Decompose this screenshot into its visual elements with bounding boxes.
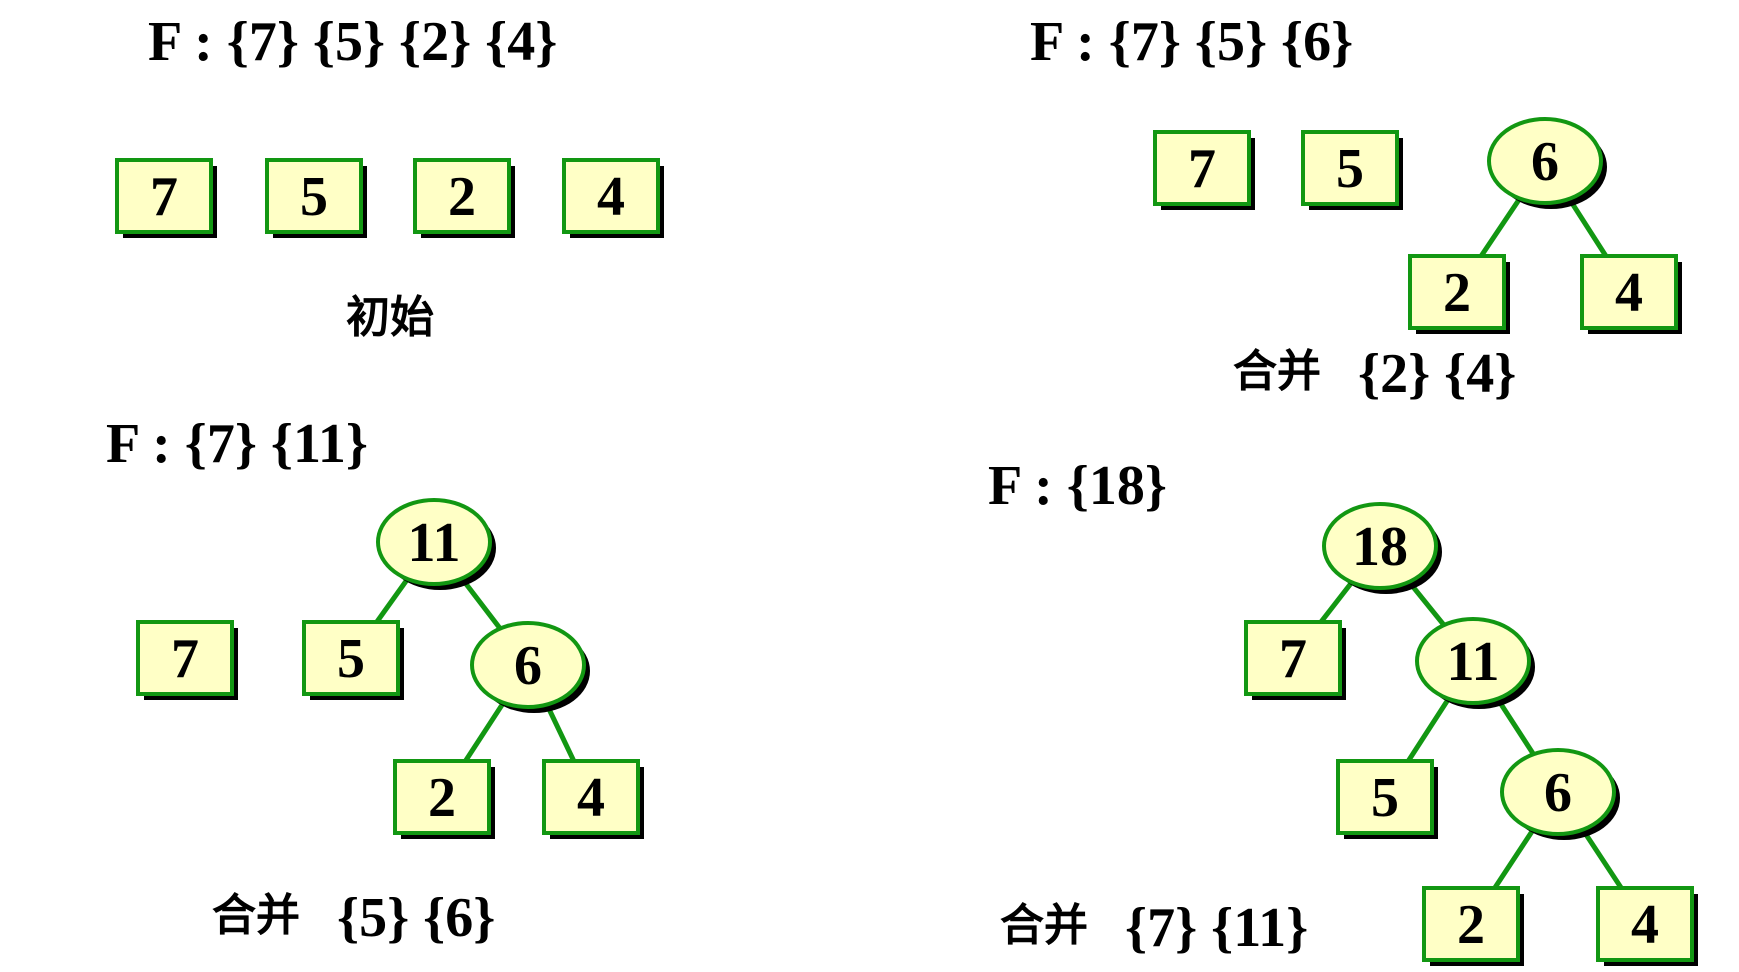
panel-4-caption-sets: {7} {11} [1125, 897, 1308, 959]
node-box [1244, 620, 1342, 696]
internal-node: 11 [376, 498, 496, 590]
panel-2-caption-sets: {2} {4} [1358, 343, 1516, 405]
node-label: 6 [514, 635, 542, 697]
panel-3-title: F : {7} {11} [106, 413, 368, 475]
internal-node: 11 [1415, 617, 1535, 709]
leaf-node: 5 [1336, 759, 1438, 839]
node-label: 5 [1336, 138, 1364, 200]
node-box [1153, 130, 1251, 206]
node-label: 4 [1631, 894, 1659, 956]
node-label: 5 [1371, 767, 1399, 829]
node-label: 5 [337, 628, 365, 690]
node-box [1422, 886, 1520, 962]
node-box [393, 759, 491, 835]
panel-1-caption: 初始 [346, 292, 434, 343]
node-label: 2 [1457, 894, 1485, 956]
leaf-node: 5 [265, 158, 367, 238]
leaf-node: 7 [1244, 620, 1346, 700]
node-box [1596, 886, 1694, 962]
node-box [1336, 759, 1434, 835]
node-ellipse [1322, 502, 1438, 590]
leaf-node: 7 [1153, 130, 1255, 210]
node-label: 7 [1279, 628, 1307, 690]
node-box [302, 620, 400, 696]
node-label: 4 [597, 166, 625, 228]
node-box [413, 158, 511, 234]
leaf-node: 2 [393, 759, 495, 839]
node-label: 2 [448, 166, 476, 228]
leaf-node: 4 [1596, 886, 1698, 966]
node-label: 11 [408, 512, 461, 574]
leaf-node: 4 [562, 158, 664, 238]
internal-node: 18 [1322, 502, 1442, 594]
node-box [1580, 254, 1678, 330]
node-box [115, 158, 213, 234]
node-label: 5 [300, 166, 328, 228]
node-ellipse [376, 498, 492, 586]
node-label: 6 [1544, 762, 1572, 824]
internal-node: 6 [470, 621, 590, 713]
leaf-node: 7 [115, 158, 217, 238]
panel-3-caption-sets: {5} {6} [337, 887, 495, 949]
node-box [1408, 254, 1506, 330]
node-label: 6 [1531, 131, 1559, 193]
node-ellipse [1487, 117, 1603, 205]
node-box [562, 158, 660, 234]
node-box [136, 620, 234, 696]
panel-4-title: F : {18} [988, 455, 1167, 517]
panel-2-caption: 合并 [1233, 346, 1321, 397]
leaf-node: 7 [136, 620, 238, 700]
node-label: 18 [1352, 516, 1408, 578]
node-label: 7 [171, 628, 199, 690]
node-ellipse [1500, 748, 1616, 836]
node-label: 2 [428, 767, 456, 829]
node-box [265, 158, 363, 234]
leaf-node: 5 [1301, 130, 1403, 210]
node-box [542, 759, 640, 835]
panel-4-caption: 合并 [1000, 900, 1088, 951]
node-label: 4 [1615, 262, 1643, 324]
leaf-node: 2 [413, 158, 515, 238]
panel-3-caption: 合并 [212, 890, 300, 941]
node-label: 7 [1188, 138, 1216, 200]
leaf-node: 5 [302, 620, 404, 700]
node-label: 7 [150, 166, 178, 228]
node-ellipse [1415, 617, 1531, 705]
internal-node: 6 [1487, 117, 1607, 209]
node-ellipse [470, 621, 586, 709]
leaf-node: 4 [1580, 254, 1682, 334]
node-label: 11 [1447, 631, 1500, 693]
leaf-node: 2 [1408, 254, 1510, 334]
node-label: 4 [577, 767, 605, 829]
node-label: 2 [1443, 262, 1471, 324]
nodes-layer: 7 5 2 4 7 5 6 2 4 11 7 5 6 2 4 18 7 11 5 6 2 4 [115, 117, 1698, 966]
leaf-node: 4 [542, 759, 644, 839]
internal-node: 6 [1500, 748, 1620, 840]
leaf-node: 2 [1422, 886, 1524, 966]
panel-2-title: F : {7} {5} {6} [1030, 11, 1353, 73]
panel-1-title: F : {7} {5} {2} {4} [148, 11, 557, 73]
node-box [1301, 130, 1399, 206]
